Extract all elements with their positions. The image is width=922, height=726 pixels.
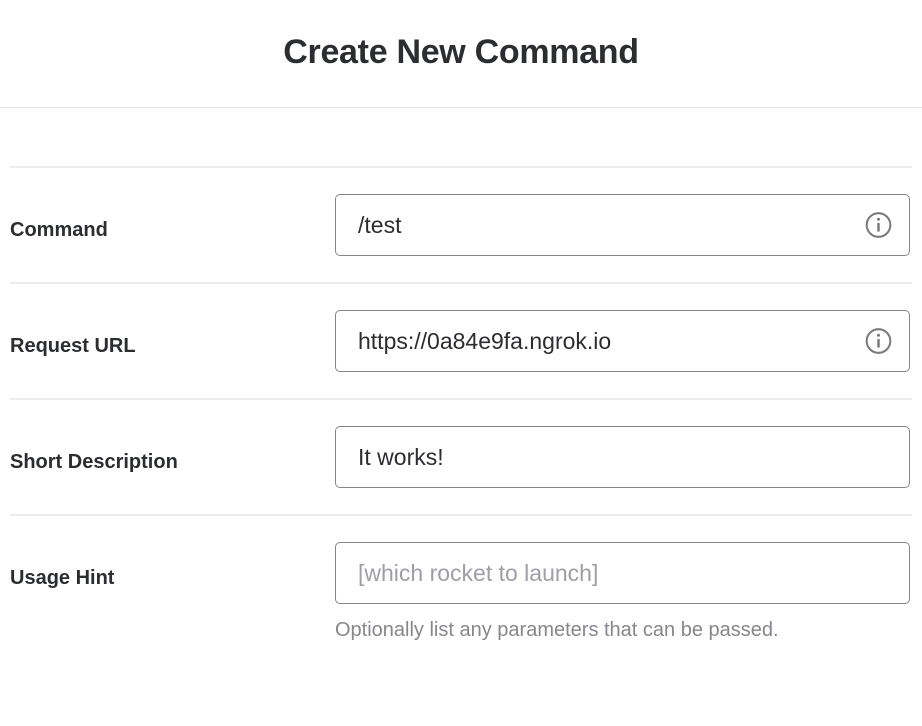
label-usage-hint: Usage Hint	[10, 567, 115, 589]
field-command	[335, 168, 912, 282]
usage-hint-input[interactable]	[335, 542, 910, 604]
page-title: Create New Command	[283, 32, 639, 71]
command-form: Command Request URL	[0, 166, 922, 669]
input-wrap-command	[335, 194, 910, 256]
form-row-command: Command	[10, 166, 912, 282]
request-url-input[interactable]	[335, 310, 910, 372]
command-input[interactable]	[335, 194, 910, 256]
usage-hint-help-text: Optionally list any parameters that can …	[335, 619, 779, 641]
input-wrap-usage-hint	[335, 542, 910, 604]
label-request-url: Request URL	[10, 335, 136, 357]
page-header: Create New Command	[0, 0, 922, 108]
form-row-usage-hint: Usage Hint Optionally list any parameter…	[10, 514, 912, 669]
info-icon[interactable]	[865, 328, 892, 355]
input-wrap-request-url	[335, 310, 910, 372]
form-row-request-url: Request URL	[10, 282, 912, 398]
label-short-description: Short Description	[10, 451, 178, 473]
field-request-url	[335, 284, 912, 398]
field-short-description	[335, 400, 912, 514]
short-description-input[interactable]	[335, 426, 910, 488]
label-command: Command	[10, 219, 108, 241]
field-usage-hint: Optionally list any parameters that can …	[335, 516, 912, 669]
form-row-short-description: Short Description	[10, 398, 912, 514]
info-icon[interactable]	[865, 212, 892, 239]
input-wrap-short-description	[335, 426, 910, 488]
